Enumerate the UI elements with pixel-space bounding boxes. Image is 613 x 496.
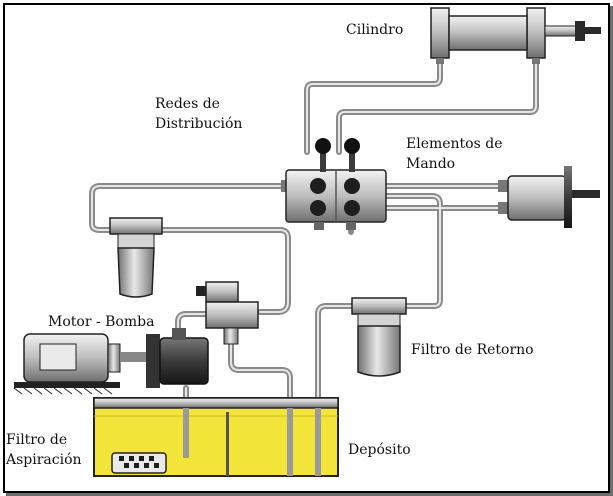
suction-filter-label-line2: Aspiración bbox=[6, 452, 82, 468]
cylinder-label: Cilindro bbox=[346, 22, 404, 38]
electric-motor-icon bbox=[13, 333, 148, 395]
control-elements-label-line2: Mando bbox=[406, 156, 456, 172]
pipe-network bbox=[89, 59, 539, 473]
suction-filter-label-line1: Filtro de bbox=[6, 432, 68, 448]
suction-filter-icon bbox=[111, 452, 167, 474]
motor-pump-label: Motor - Bomba bbox=[48, 314, 155, 330]
pump-icon bbox=[146, 328, 209, 388]
directional-control-valve-icon bbox=[281, 138, 387, 230]
return-filter-label: Filtro de Retorno bbox=[411, 342, 534, 358]
control-elements-label-line1: Elementos de bbox=[406, 136, 503, 152]
tank-label: Depósito bbox=[348, 442, 411, 458]
pressure-filter-icon bbox=[109, 217, 163, 298]
pipe-return bbox=[383, 193, 443, 309]
hydraulic-cylinder-icon bbox=[430, 7, 601, 64]
rotary-actuator-icon bbox=[498, 166, 600, 228]
relief-valve-icon bbox=[196, 281, 259, 345]
distribution-network-label-line1: Redes de bbox=[155, 96, 220, 112]
distribution-network-label-line2: Distribución bbox=[155, 116, 243, 132]
return-filter-icon bbox=[351, 297, 407, 377]
